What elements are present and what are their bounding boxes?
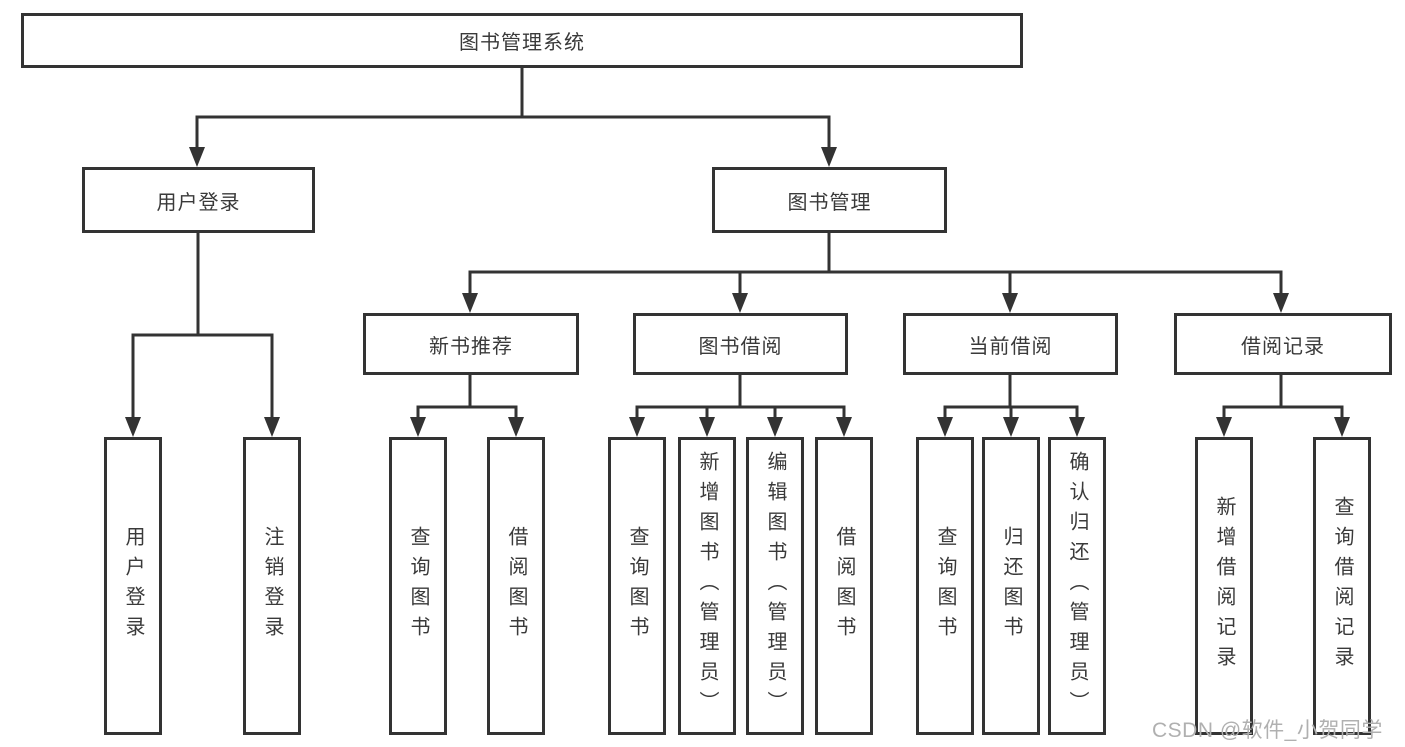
leaf-add-borrow-record: 新增借阅记录 (1195, 437, 1253, 735)
leaf-add-book-admin-label: 新增图书（管理员） (696, 451, 718, 721)
leaf-add-book-admin: 新增图书（管理员） (678, 437, 736, 735)
leaf-query-borrow-record-label: 查询借阅记录 (1331, 496, 1353, 676)
leaf-return-books: 归还图书 (982, 437, 1040, 735)
leaf-query-borrow-record: 查询借阅记录 (1313, 437, 1371, 735)
leaf-borrow-books-recommend: 借阅图书 (487, 437, 545, 735)
leaf-query-books-recommend: 查询图书 (389, 437, 447, 735)
leaf-return-books-label: 归还图书 (1000, 526, 1022, 646)
node-user-login: 用户登录 (82, 167, 315, 233)
leaf-logout-label: 注销登录 (261, 526, 283, 646)
node-book-management: 图书管理 (712, 167, 947, 233)
leaf-user-login-label: 用户登录 (122, 526, 144, 646)
node-root-label: 图书管理系统 (459, 32, 585, 54)
node-user-login-label: 用户登录 (156, 191, 241, 214)
leaf-query-books-borrowing: 查询图书 (608, 437, 666, 735)
leaf-borrow-books-borrowing: 借阅图书 (815, 437, 873, 735)
node-book-borrowing: 图书借阅 (633, 313, 848, 375)
node-current-borrowing: 当前借阅 (903, 313, 1118, 375)
csdn-watermark: CSDN @软件_小贺同学 (1152, 719, 1383, 742)
leaf-borrow-books-recommend-label: 借阅图书 (505, 526, 527, 646)
leaf-confirm-return-admin: 确认归还（管理员） (1048, 437, 1106, 735)
leaf-query-books-current-label: 查询图书 (934, 526, 956, 646)
node-book-management-label: 图书管理 (787, 191, 872, 214)
leaf-query-books-borrowing-label: 查询图书 (626, 526, 648, 646)
node-book-borrowing-label: 图书借阅 (698, 335, 783, 358)
leaf-add-borrow-record-label: 新增借阅记录 (1213, 496, 1235, 676)
leaf-query-books-current: 查询图书 (916, 437, 974, 735)
leaf-edit-book-admin-label: 编辑图书（管理员） (764, 451, 786, 721)
node-new-book-recommend: 新书推荐 (363, 313, 579, 375)
node-root: 图书管理系统 (21, 13, 1023, 68)
node-borrowing-records: 借阅记录 (1174, 313, 1392, 375)
node-new-book-recommend-label: 新书推荐 (429, 335, 513, 358)
leaf-confirm-return-admin-label: 确认归还（管理员） (1066, 451, 1088, 721)
leaf-user-login: 用户登录 (104, 437, 162, 735)
leaf-borrow-books-borrowing-label: 借阅图书 (833, 526, 855, 646)
leaf-query-books-recommend-label: 查询图书 (407, 526, 429, 646)
node-current-borrowing-label: 当前借阅 (968, 335, 1053, 358)
leaf-edit-book-admin: 编辑图书（管理员） (746, 437, 804, 735)
leaf-logout: 注销登录 (243, 437, 301, 735)
node-borrowing-records-label: 借阅记录 (1241, 335, 1325, 358)
